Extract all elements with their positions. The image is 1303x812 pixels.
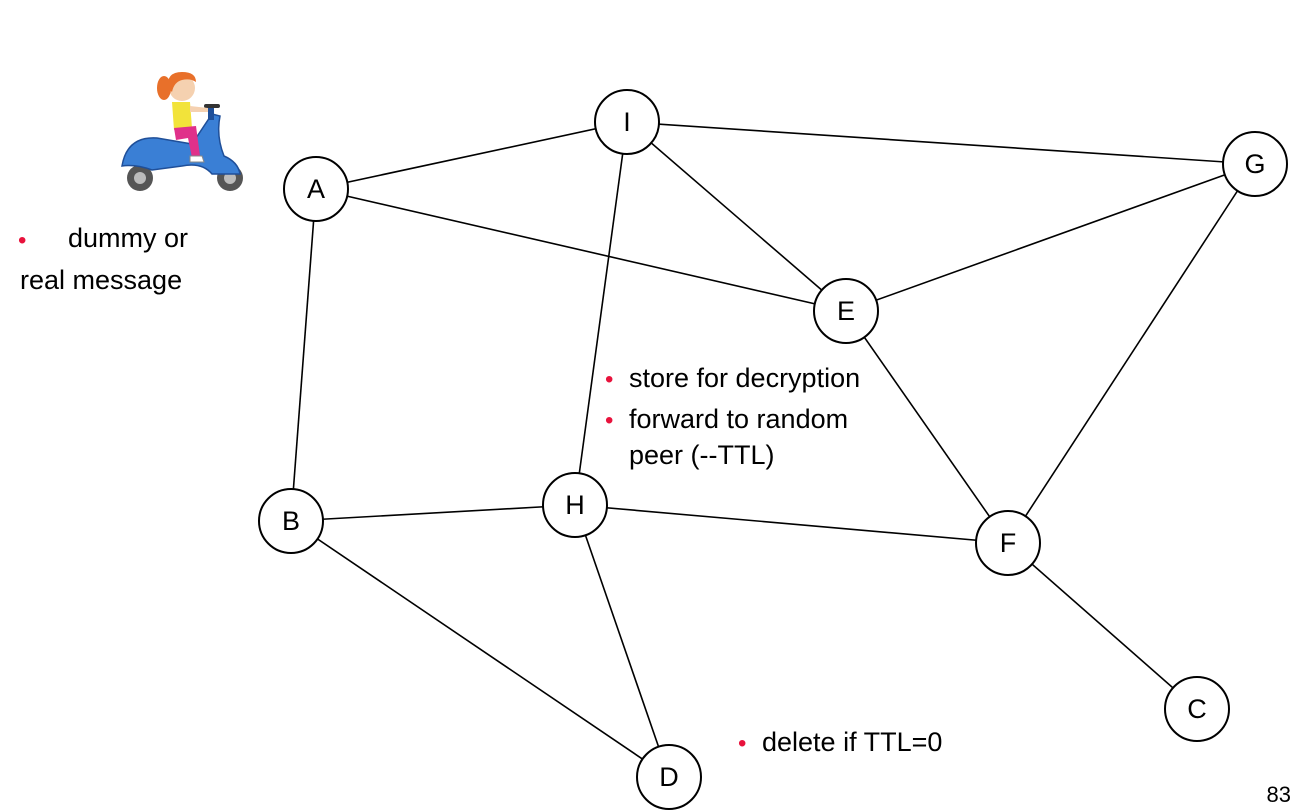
bullet-dot: • — [18, 227, 27, 254]
action-store: • store for decryption — [605, 360, 860, 398]
node-circle — [636, 744, 702, 810]
node-label: D — [659, 762, 679, 792]
node-B: B — [258, 488, 324, 554]
scooter-rider-icon — [121, 72, 243, 191]
edge-I-G — [626, 121, 1256, 165]
node-label: C — [1187, 694, 1207, 724]
node-A: A — [283, 156, 349, 222]
edge-I-E — [626, 121, 847, 312]
node-circle — [283, 156, 349, 222]
edge-A-B — [290, 188, 317, 522]
edge-G-F — [1007, 163, 1256, 544]
message-text-line2: real message — [20, 265, 183, 295]
node-circle — [542, 472, 608, 538]
edge-A-I — [315, 121, 628, 190]
node-I: I — [594, 89, 660, 155]
message-text-line1: dummy or — [68, 223, 189, 253]
node-label: H — [565, 490, 585, 520]
node-label: I — [623, 107, 631, 137]
action-forward-text: forward to random — [629, 404, 849, 434]
bullet-dot: • — [605, 366, 614, 393]
node-circle — [813, 278, 879, 344]
action-forward-text-cont: peer (--TTL) — [629, 440, 775, 470]
edge-A-E — [315, 188, 847, 312]
edge-E-F — [845, 310, 1009, 544]
node-label: F — [1000, 528, 1017, 558]
node-label: A — [307, 174, 325, 204]
node-label: G — [1244, 149, 1265, 179]
node-circle — [258, 488, 324, 554]
nodes: A I G E B H F C D — [258, 89, 1288, 810]
node-circle — [594, 89, 660, 155]
bullet-dot: • — [738, 730, 747, 757]
edges — [290, 121, 1256, 778]
action-delete: • delete if TTL=0 — [738, 724, 942, 762]
node-H: H — [542, 472, 608, 538]
node-circle — [975, 510, 1041, 576]
edge-I-H — [574, 121, 628, 506]
action-store-text: store for decryption — [629, 363, 861, 393]
edge-F-C — [1007, 542, 1198, 710]
action-forward-cont: peer (--TTL) — [629, 437, 775, 473]
node-circle — [1222, 131, 1288, 197]
page-number: 83 — [1266, 782, 1291, 807]
edge-E-G — [845, 163, 1256, 312]
node-label: B — [282, 506, 300, 536]
action-forward: • forward to random — [605, 401, 848, 439]
action-delete-text: delete if TTL=0 — [762, 727, 943, 757]
node-E: E — [813, 278, 879, 344]
message-bullet: • — [18, 226, 26, 253]
node-C: C — [1164, 676, 1230, 742]
edge-H-F — [574, 504, 1009, 544]
node-label: E — [837, 296, 855, 326]
node-D: D — [636, 744, 702, 810]
bullet-dot: • — [605, 407, 614, 434]
edge-H-D — [574, 504, 670, 778]
edge-B-D — [290, 520, 670, 778]
node-circle — [1164, 676, 1230, 742]
edge-B-H — [290, 504, 576, 522]
node-G: G — [1222, 131, 1288, 197]
node-F: F — [975, 510, 1041, 576]
